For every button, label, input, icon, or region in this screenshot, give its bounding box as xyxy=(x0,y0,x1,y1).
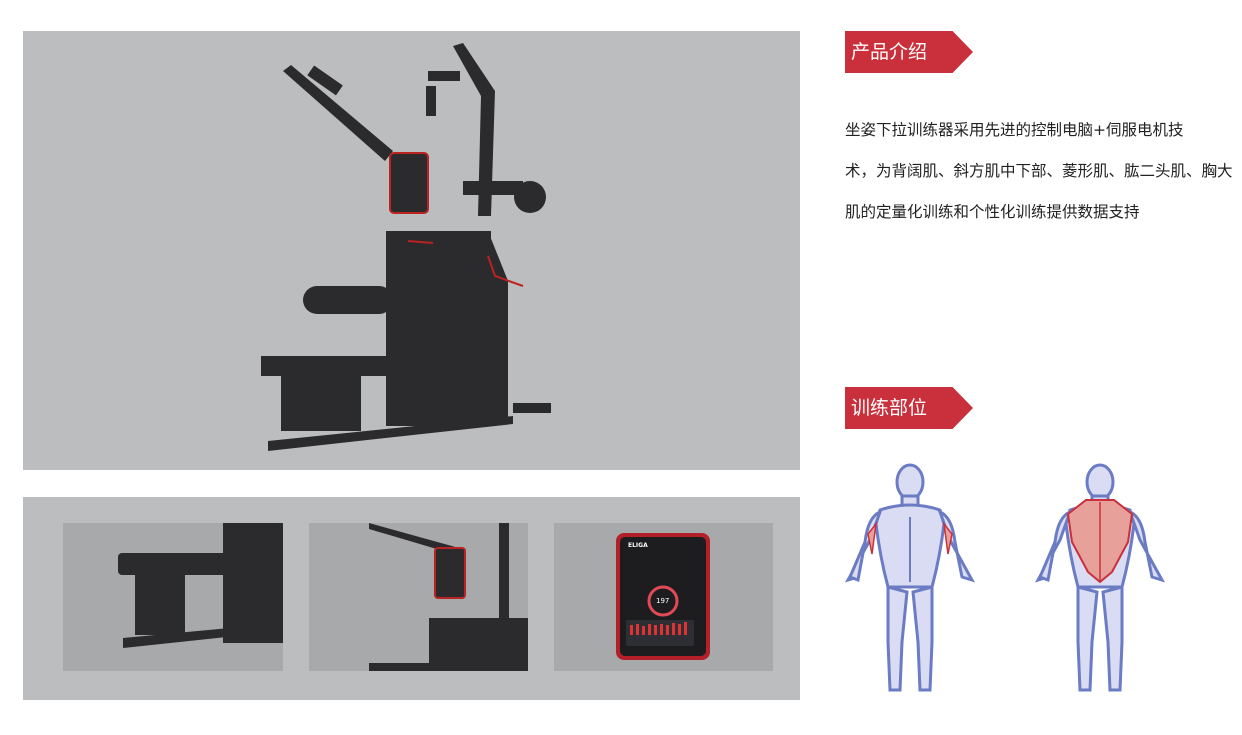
thumbnail-seat[interactable] xyxy=(63,523,283,671)
training-areas-heading: 训练部位 xyxy=(845,387,973,429)
thumbnail-tablet[interactable]: ELIGA 197 xyxy=(554,523,773,671)
description-line: 肌的定量化训练和个性化训练提供数据支持 xyxy=(845,203,1140,221)
body-front xyxy=(846,463,974,692)
seated-pulldown-machine-image xyxy=(261,43,551,451)
thumbnail-console[interactable] xyxy=(309,523,528,671)
description-line: 坐姿下拉训练器采用先进的控制电脑+伺服电机技 xyxy=(845,121,1184,139)
description-line: 术，为背阔肌、斜方肌中下部、菱形肌、肱二头肌、胸大 xyxy=(845,162,1233,180)
product-description: 坐姿下拉训练器采用先进的控制电脑+伺服电机技 术，为背阔肌、斜方肌中下部、菱形肌… xyxy=(845,110,1235,233)
biceps-highlight xyxy=(867,521,878,555)
body-back xyxy=(1036,463,1164,692)
detail-thumbnails: ELIGA 197 xyxy=(23,497,800,700)
product-main-image xyxy=(23,31,800,470)
product-intro-heading: 产品介绍 xyxy=(845,31,973,73)
tablet-brand: ELIGA xyxy=(628,542,648,549)
tablet-value: 197 xyxy=(656,597,670,605)
muscle-diagram xyxy=(846,463,1164,692)
